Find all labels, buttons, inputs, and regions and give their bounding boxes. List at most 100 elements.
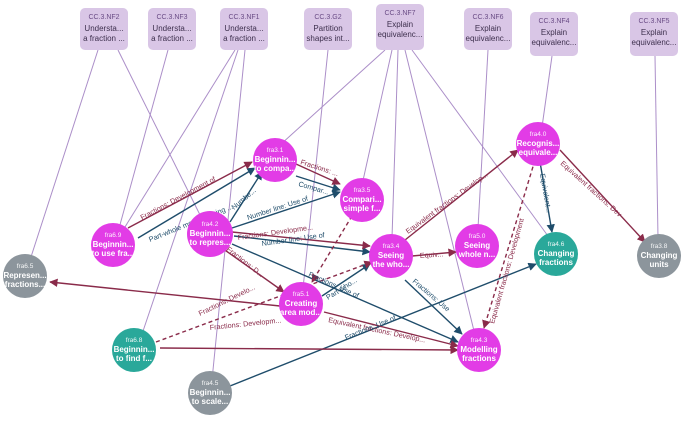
node-fra45[interactable]: fra4.5 Beginnin... to scale... bbox=[188, 371, 232, 415]
link-nf5-fra38 bbox=[654, 55, 659, 239]
node-fra43[interactable]: fra4.3 Modelling fractions bbox=[457, 328, 501, 372]
link-nf3-fra69 bbox=[117, 49, 169, 233]
node-code: fra4.3 bbox=[471, 337, 488, 344]
node-label: Beginnin... bbox=[114, 345, 155, 354]
node-label: to repres... bbox=[190, 238, 231, 247]
node-label: Recognis... bbox=[517, 139, 560, 148]
edge-fra68-fra34 bbox=[155, 260, 373, 343]
edge-fra42-fra51 bbox=[221, 247, 285, 293]
node-fra50[interactable]: fra5.0 Seeing whole n... bbox=[455, 224, 499, 268]
node-label: whole n... bbox=[458, 250, 495, 259]
edge-fra40-fra43 bbox=[482, 159, 536, 329]
edge-label: Equivalent... bbox=[538, 173, 554, 214]
node-fra51[interactable]: fra5.1 Creating area mod... bbox=[279, 282, 323, 326]
edge-fra40-fra38 bbox=[559, 149, 646, 243]
node-code: fra3.8 bbox=[651, 243, 668, 250]
edge-fra51-fra43 bbox=[323, 311, 459, 349]
standard-box-g2[interactable]: CC.3.G2 Partition shapes int... bbox=[304, 8, 352, 50]
edge-fra68-fra43 bbox=[159, 345, 459, 355]
node-code: fra3.4 bbox=[383, 243, 400, 250]
node-fra68[interactable]: fra6.8 Beginnin... to find f... bbox=[112, 328, 156, 372]
standard-title: Explain bbox=[387, 20, 413, 29]
node-fra69[interactable]: fra6.9 Beginnin... to use fra... bbox=[91, 223, 135, 267]
standard-title: Understa... bbox=[152, 24, 191, 33]
node-code: fra4.6 bbox=[548, 241, 565, 248]
node-code: fra6.5 bbox=[17, 263, 34, 270]
node-fra46[interactable]: fra4.6 Changing fractions bbox=[534, 232, 578, 276]
standard-title: equivalenc... bbox=[466, 34, 511, 43]
edge-label: Fractions: Develo... bbox=[197, 283, 257, 318]
standard-box-nf6[interactable]: CC.3.NF6 Explain equivalenc... bbox=[464, 8, 512, 50]
edge-fra51-fra34 bbox=[321, 263, 371, 297]
edge-fra45-fra46 bbox=[229, 262, 537, 387]
node-label: to use fra... bbox=[92, 249, 135, 258]
edge-fra42-fra34 bbox=[233, 235, 371, 256]
standard-code: CC.3.NF4 bbox=[538, 18, 569, 25]
link-nf1-fra45 bbox=[211, 49, 246, 381]
link-nf7-fra46 bbox=[411, 49, 549, 237]
edge-fra34-fra40 bbox=[404, 149, 519, 241]
standard-nodes: CC.3.NF2 Understa... a fraction ... CC.3… bbox=[80, 4, 678, 56]
standard-title: a fraction ... bbox=[223, 34, 265, 43]
link-nf2-fra42 bbox=[117, 49, 206, 226]
edge-fra40-fra46 bbox=[539, 161, 555, 233]
standard-title: equivalenc... bbox=[378, 30, 423, 39]
standard-box-nf5[interactable]: CC.3.NF5 Explain equivalenc... bbox=[630, 12, 678, 56]
node-label: fractions... bbox=[5, 280, 45, 289]
edge-fra42-fra31 bbox=[229, 171, 263, 223]
node-fra35[interactable]: fra3.5 Compari... simple f... bbox=[340, 178, 384, 222]
standard-title: Explain bbox=[541, 28, 567, 37]
node-code: fra5.1 bbox=[293, 291, 310, 298]
node-fra38[interactable]: fra3.8 Changing units bbox=[637, 234, 681, 278]
node-label: area mod... bbox=[280, 308, 322, 317]
edge-fra35-fra51 bbox=[311, 215, 353, 283]
node-code: fra4.0 bbox=[530, 131, 547, 138]
standard-box-nf4[interactable]: CC.3.NF4 Explain equivalenc... bbox=[530, 12, 578, 56]
standard-code: CC.3.G2 bbox=[314, 14, 341, 21]
node-code: fra6.8 bbox=[126, 337, 143, 344]
standard-box-nf1[interactable]: CC.3.NF1 Understa... a fraction ... bbox=[220, 8, 268, 50]
link-nf2-fra65 bbox=[29, 49, 99, 261]
standard-box-nf7[interactable]: CC.3.NF7 Explain equivalenc... bbox=[376, 4, 424, 50]
link-nf6-fra50 bbox=[477, 49, 489, 229]
edge-fra34-fra50 bbox=[411, 248, 457, 257]
node-label: simple f... bbox=[344, 204, 381, 213]
standard-title: shapes int... bbox=[306, 34, 349, 43]
node-code: fra4.2 bbox=[202, 221, 219, 228]
standard-code: CC.3.NF2 bbox=[88, 14, 119, 21]
standard-title: a fraction ... bbox=[83, 34, 125, 43]
node-label: fractions bbox=[539, 258, 573, 267]
node-label: Creating bbox=[285, 299, 318, 308]
node-fra31[interactable]: fra3.1 Beginnin... to compa... bbox=[253, 138, 297, 182]
edge-label: Fractions: Use bbox=[411, 277, 452, 314]
node-code: fra6.9 bbox=[105, 232, 122, 239]
standard-code: CC.3.NF7 bbox=[384, 10, 415, 17]
standard-box-nf2[interactable]: CC.3.NF2 Understa... a fraction ... bbox=[80, 8, 128, 50]
standard-box-nf3[interactable]: CC.3.NF3 Understa... a fraction ... bbox=[148, 8, 196, 50]
node-label: Seeing bbox=[464, 241, 490, 250]
edge-label: Fractions: Developm... bbox=[209, 316, 281, 332]
edge-label: Equiv... bbox=[420, 249, 444, 260]
node-fra42[interactable]: fra4.2 Beginnin... to repres... bbox=[187, 211, 233, 257]
link-g2-fra51 bbox=[301, 49, 329, 299]
link-nf4-fra40 bbox=[541, 55, 553, 128]
node-label: Changing bbox=[538, 249, 575, 258]
edge-fra42-fra43 bbox=[231, 243, 459, 343]
node-fra40[interactable]: fra4.0 Recognis... equivale... bbox=[516, 122, 560, 166]
link-nf7-fra43 bbox=[404, 49, 476, 336]
standard-code: CC.3.NF5 bbox=[638, 18, 669, 25]
edge-fra42-fra34 bbox=[231, 231, 371, 250]
standard-title: Understa... bbox=[84, 24, 123, 33]
standard-code: CC.3.NF6 bbox=[472, 14, 503, 21]
node-label: the who... bbox=[373, 260, 410, 269]
node-fra65[interactable]: fra6.5 Represen... fractions... bbox=[3, 254, 47, 298]
node-label: to compa... bbox=[254, 164, 296, 173]
edge-fra34-fra43 bbox=[404, 279, 463, 335]
standard-code: CC.3.NF1 bbox=[228, 14, 259, 21]
node-label: Compari... bbox=[342, 195, 381, 204]
link-nf1-fra69 bbox=[119, 49, 236, 236]
node-label: units bbox=[649, 260, 669, 269]
node-fra34[interactable]: fra3.4 Seeing the who... bbox=[369, 234, 413, 278]
